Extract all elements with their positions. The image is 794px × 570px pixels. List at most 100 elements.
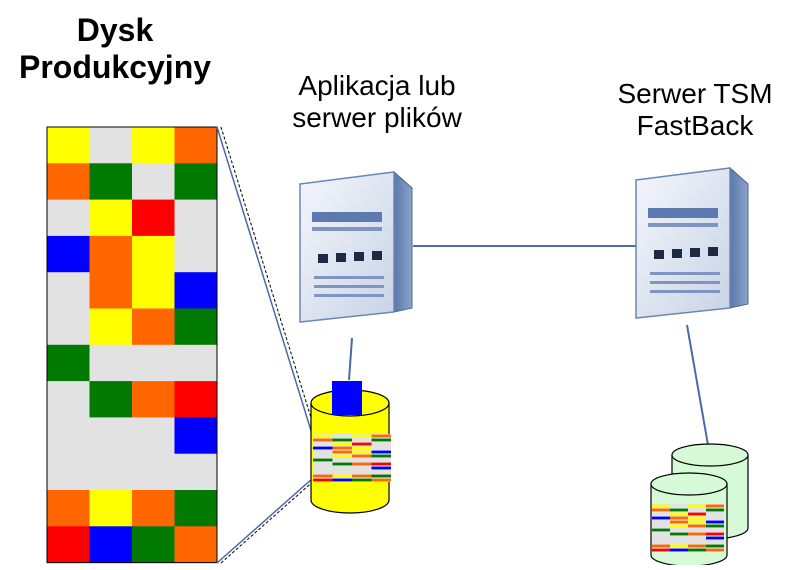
block-stripes (652, 504, 724, 552)
stripe-block (652, 548, 670, 552)
stripe-block (352, 474, 372, 478)
disk-block (174, 308, 218, 346)
stripe-block (371, 474, 391, 478)
disk-block (132, 453, 175, 491)
disk-block (47, 199, 90, 237)
stripe-block (670, 548, 688, 552)
stripe-block (332, 462, 352, 466)
zoom-line-top-dashed (220, 126, 318, 438)
stripe-block (332, 442, 352, 446)
stripe-block (688, 512, 706, 516)
disk-block (89, 127, 133, 164)
stripe-block (352, 478, 372, 482)
app-server-label: Aplikacja lub serwer plików (262, 70, 492, 134)
disk-block (132, 526, 175, 564)
production-disk-title: Dysk Produkcyjny (10, 12, 220, 86)
stripe-block (313, 446, 333, 450)
tsm-server-label: Serwer TSM FastBack (590, 78, 794, 142)
tsm-server-volume-link (686, 324, 709, 446)
disk-block (174, 127, 218, 164)
stripe-block (706, 544, 724, 548)
stripe-block (313, 438, 333, 442)
disk-block (132, 381, 175, 418)
stripe-block (371, 434, 391, 438)
stripe-block (332, 454, 352, 458)
stripe-block (688, 520, 706, 524)
disk-block (89, 490, 133, 527)
stripe-block (371, 462, 391, 466)
stripe-block (371, 466, 391, 470)
stripe-block (670, 544, 688, 548)
stripe-background (313, 434, 391, 482)
disk-frame (46, 126, 218, 564)
disk-block (47, 163, 90, 201)
stripe-block (313, 434, 333, 438)
server-icon (298, 170, 414, 323)
disk-block (89, 417, 133, 455)
disk-block (132, 308, 175, 346)
stripe-block (670, 532, 688, 536)
zoom-line-bottom-dashed (220, 477, 318, 564)
stripe-block (652, 504, 670, 508)
disk-block (132, 235, 175, 273)
app-server-volume-link (348, 337, 353, 381)
disk-block (174, 453, 218, 491)
stripe-block (670, 508, 688, 512)
stripe-block (313, 478, 333, 482)
stripe-block (688, 544, 706, 548)
stripe-block (332, 478, 352, 482)
disk-block (132, 490, 175, 527)
tsm-server-label-line2: FastBack (636, 110, 754, 142)
stripe-block (352, 462, 372, 466)
stripe-block (688, 548, 706, 552)
disk-block (174, 490, 218, 527)
stripe-block (371, 438, 391, 442)
stripe-block (313, 474, 333, 478)
disk-block (89, 308, 133, 346)
block-stripes (313, 434, 391, 482)
stripe-block (670, 524, 688, 528)
disk-block (47, 235, 90, 273)
stripe-block (670, 516, 688, 520)
disk-block (89, 199, 133, 237)
zoom-line-top-solid (216, 126, 314, 438)
database-cylinder-icon (310, 381, 391, 514)
disk-block (174, 199, 218, 237)
disk-block (132, 127, 175, 164)
production-disk-grid (46, 126, 218, 564)
stripe-block (706, 524, 724, 528)
disk-block (174, 526, 218, 564)
stripe-block (652, 544, 670, 548)
disk-block (89, 272, 133, 309)
disk-block (174, 417, 218, 455)
stripe-block (332, 450, 352, 454)
stripe-block (371, 454, 391, 458)
stripe-block (706, 504, 724, 508)
stripe-block (332, 438, 352, 442)
disk-block (47, 308, 90, 346)
stripe-block (371, 450, 391, 454)
stripe-block (688, 504, 706, 508)
stripe-block (652, 528, 670, 532)
disk-block (174, 163, 218, 201)
disk-block (47, 453, 90, 491)
disk-block (89, 163, 133, 201)
stripe-background (652, 504, 724, 552)
production-disk-title-line1: Dysk (76, 12, 154, 48)
disk-block (47, 127, 90, 164)
disk-block (132, 417, 175, 455)
stripe-block (352, 442, 372, 446)
stripe-block (352, 450, 372, 454)
disk-block (174, 344, 218, 382)
changed-block (332, 381, 362, 415)
disk-block (89, 526, 133, 564)
stripe-block (706, 508, 724, 512)
stripe-block (332, 474, 352, 478)
disk-block (132, 199, 175, 237)
disk-block (47, 381, 90, 418)
stripe-block (352, 446, 372, 450)
stripe-block (688, 532, 706, 536)
stripe-block (652, 516, 670, 520)
disk-block (47, 417, 90, 455)
